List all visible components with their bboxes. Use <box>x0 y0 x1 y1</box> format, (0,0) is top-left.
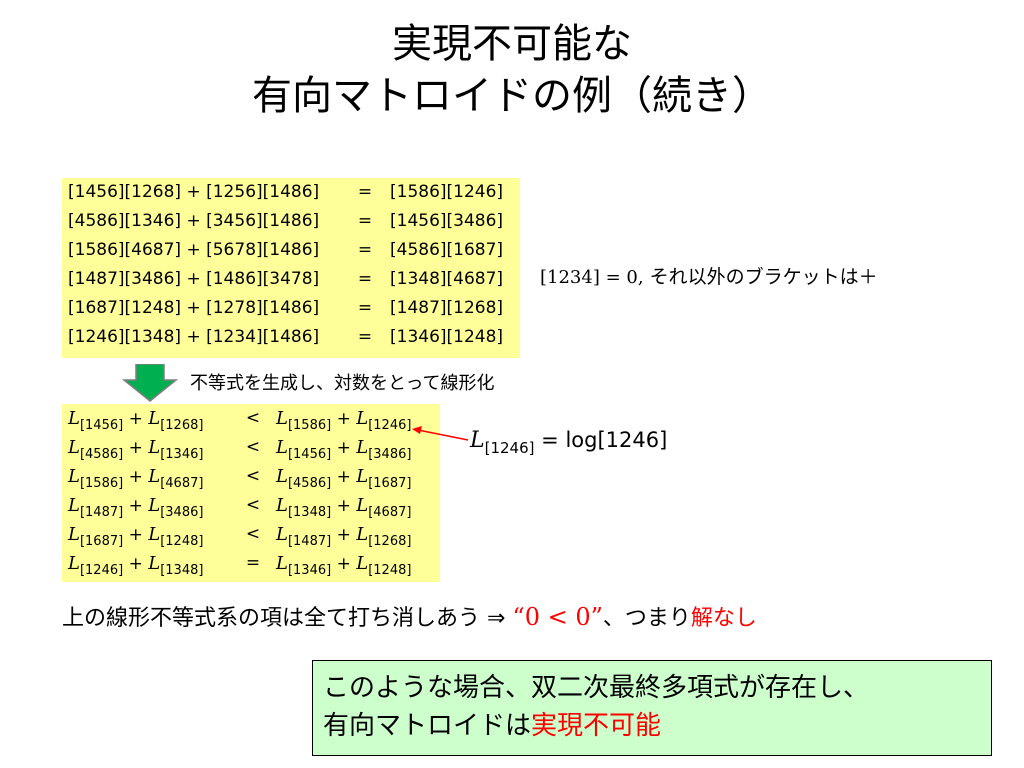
log-subscript: [1248] <box>368 563 412 578</box>
summary-box: このような場合、双二次最終多項式が存在し、 有向マトロイドは実現不可能 <box>312 660 992 756</box>
log-subscript: [1246] <box>368 418 412 433</box>
equation-operator: = <box>357 211 373 231</box>
log-subscript: [4687] <box>160 476 204 491</box>
inequality-rhs: L[1487] + L[1268] <box>276 524 412 549</box>
inequality-row: L[1487] + L[3486] < L[1348] + L[4687] <box>62 491 440 520</box>
summary-line-1: このような場合、双二次最終多項式が存在し、 <box>323 673 870 703</box>
equation-operator: = <box>357 240 373 260</box>
title-line-2: 有向マトロイドの例（続き） <box>252 73 772 119</box>
log-subscript: [1346] <box>160 447 204 462</box>
equation-operator: = <box>357 327 373 347</box>
log-subscript: [1268] <box>368 534 412 549</box>
inequality-operator: < <box>245 408 261 428</box>
inequality-rhs: L[1348] + L[4687] <box>276 495 412 520</box>
equation-row: [1586][4687] + [5678][1486] = [4586][1687] <box>62 236 520 265</box>
equation-row: [1246][1348] + [1234][1486] = [1346][1248] <box>62 323 520 352</box>
equation-rhs: [1348][4687] <box>390 269 504 289</box>
inequality-operator: = <box>245 553 261 573</box>
inequality-rhs: L[1456] + L[3486] <box>276 437 412 462</box>
conclusion-no-solution: 解なし <box>690 606 757 631</box>
summary-line-2-prefix: 有向マトロイドは <box>323 711 532 741</box>
log-subscript: [4586] <box>287 476 332 491</box>
log-subscript: [1246] <box>79 563 124 578</box>
log-subscript: [4586] <box>79 447 124 462</box>
inequality-lhs: L[1246] + L[1348] <box>68 553 204 578</box>
equation-row: [1687][1248] + [1278][1486] = [1487][1268] <box>62 294 520 323</box>
log-subscript: [4687] <box>368 505 412 520</box>
inequality-row: L[1456] + L[1268] < L[1586] + L[1246] <box>62 404 440 433</box>
equation-lhs: [1586][4687] + [5678][1486] <box>68 240 320 260</box>
equation-operator: = <box>357 269 373 289</box>
equation-operator: = <box>357 182 373 202</box>
conclusion-math: “0 < 0” <box>512 603 603 631</box>
inequality-operator: < <box>245 466 261 486</box>
inequality-lhs: L[4586] + L[1346] <box>68 437 204 462</box>
inequality-operator: < <box>245 495 261 515</box>
inequality-rhs: L[4586] + L[1687] <box>276 466 412 491</box>
equation-operator: = <box>357 298 373 318</box>
equation-rhs: [1487][1268] <box>390 298 504 318</box>
bracket-equations-box: [1456][1268] + [1256][1486] = [1586][1246]… <box>62 178 520 358</box>
log-subscript: [1487] <box>79 505 124 520</box>
inequality-operator: < <box>245 524 261 544</box>
down-arrow-icon <box>122 364 178 402</box>
equation-lhs: [1246][1348] + [1234][1486] <box>68 327 320 347</box>
linearization-step-label: 不等式を生成し、対数をとって線形化 <box>190 373 495 394</box>
inequality-lhs: L[1687] + L[1248] <box>68 524 204 549</box>
inequality-lhs: L[1487] + L[3486] <box>68 495 204 520</box>
summary-unrealizable: 実現不可能 <box>531 711 662 741</box>
log-note-rhs: = log[1246] <box>534 428 668 452</box>
red-pointer-arrow-icon <box>412 426 469 441</box>
summary-line-2: 有向マトロイドは実現不可能 <box>323 707 981 745</box>
equation-lhs: [4586][1346] + [3456][1486] <box>68 211 320 231</box>
log-subscript: [1348] <box>160 563 204 578</box>
log-subscript: [1586] <box>79 476 124 491</box>
log-subscript: [1348] <box>287 505 332 520</box>
equation-row: [1487][3486] + [1486][3478] = [1348][4687] <box>62 265 520 294</box>
log-subscript: [1687] <box>79 534 124 549</box>
equation-row: [4586][1346] + [3456][1486] = [1456][3486] <box>62 207 520 236</box>
equation-row: [1456][1268] + [1256][1486] = [1586][1246] <box>62 178 520 207</box>
equation-lhs: [1456][1268] + [1256][1486] <box>68 182 320 202</box>
equation-rhs: [1586][1246] <box>390 182 504 202</box>
side-note-math: [1234] = 0, <box>540 267 644 288</box>
equation-lhs: [1487][3486] + [1486][3478] <box>68 269 320 289</box>
log-note-subscript: [1246] <box>484 439 535 457</box>
equation-rhs: [4586][1687] <box>390 240 504 260</box>
equation-rhs: [1346][1248] <box>390 327 504 347</box>
inequality-row: L[1246] + L[1348] = L[1346] + L[1248] <box>62 549 440 578</box>
log-subscript: [1456] <box>287 447 332 462</box>
bracket-sign-note: [1234] = 0, それ以外のブラケットは＋ <box>540 262 878 289</box>
side-note-text: それ以外のブラケットは＋ <box>643 266 878 288</box>
log-subscript: [3486] <box>368 447 412 462</box>
log-definition-note: L[1246] = log[1246] <box>470 428 668 457</box>
inequality-operator: < <box>245 437 261 457</box>
conclusion-line: 上の線形不等式系の項は全て打ち消しあう ⇒ “0 < 0”、つまり解なし <box>62 600 757 632</box>
log-inequalities-box: L[1456] + L[1268]<L[1586] + L[1246]L[458… <box>62 404 440 582</box>
equation-rhs: [1456][3486] <box>390 211 504 231</box>
inequality-row: L[1586] + L[4687] < L[4586] + L[1687] <box>62 462 440 491</box>
inequality-lhs: L[1586] + L[4687] <box>68 466 204 491</box>
slide-title: 実現不可能な 有向マトロイドの例（続き） <box>0 18 1024 122</box>
conclusion-mid: 、つまり <box>602 606 691 631</box>
inequality-lhs: L[1456] + L[1268] <box>68 408 204 433</box>
log-subscript: [1346] <box>287 563 332 578</box>
conclusion-text: 上の線形不等式系の項は全て打ち消しあう ⇒ <box>62 606 513 631</box>
log-subscript: [1487] <box>287 534 332 549</box>
inequality-rhs: L[1586] + L[1246] <box>276 408 412 433</box>
inequality-rhs: L[1346] + L[1248] <box>276 553 412 578</box>
log-subscript: [1268] <box>160 418 204 433</box>
log-subscript: [1687] <box>368 476 412 491</box>
log-subscript: [1248] <box>160 534 204 549</box>
log-subscript: [1456] <box>79 418 124 433</box>
inequality-row: L[4586] + L[1346] < L[1456] + L[3486] <box>62 433 440 462</box>
equation-lhs: [1687][1248] + [1278][1486] <box>68 298 320 318</box>
inequality-row: L[1687] + L[1248] < L[1487] + L[1268] <box>62 520 440 549</box>
title-line-1: 実現不可能な <box>392 21 632 67</box>
log-subscript: [3486] <box>160 505 204 520</box>
log-subscript: [1586] <box>287 418 332 433</box>
